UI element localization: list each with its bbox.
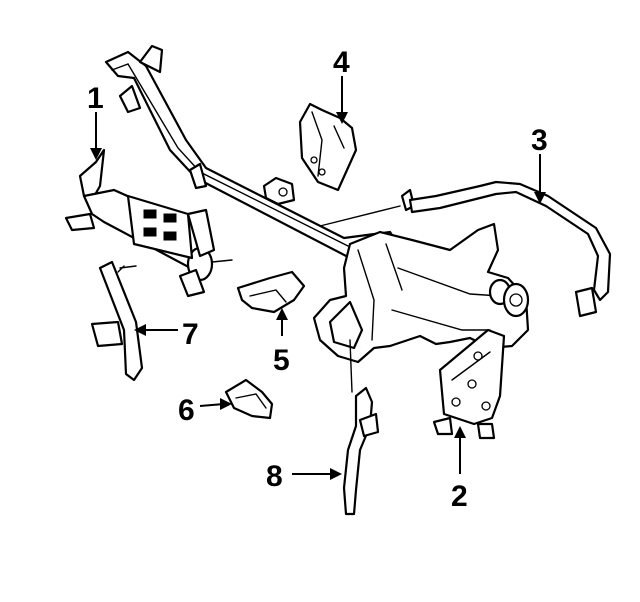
- callout-6: 6: [178, 394, 195, 427]
- callout-3: 3: [531, 124, 548, 157]
- callout-7: 7: [182, 318, 199, 351]
- callout-4: 4: [333, 46, 350, 79]
- lower-small-bracket: [224, 378, 274, 420]
- callout-8: 8: [266, 460, 283, 493]
- upper-column-bracket: [298, 102, 358, 192]
- small-bracket: [236, 270, 306, 314]
- lower-support-bracket: [432, 328, 506, 440]
- callout-labels: 1 2 3 4 5 6 7 8: [87, 46, 548, 513]
- callout-leaders: [90, 76, 546, 480]
- left-end-bracket: [64, 148, 233, 298]
- center-support-assembly: [312, 222, 530, 364]
- callout-2: 2: [451, 480, 468, 513]
- callout-1: 1: [87, 82, 104, 115]
- callout-5: 5: [273, 344, 290, 377]
- left-support-brace: [90, 260, 144, 382]
- right-side-brace: [319, 180, 612, 318]
- lower-brace-strap: [342, 339, 380, 516]
